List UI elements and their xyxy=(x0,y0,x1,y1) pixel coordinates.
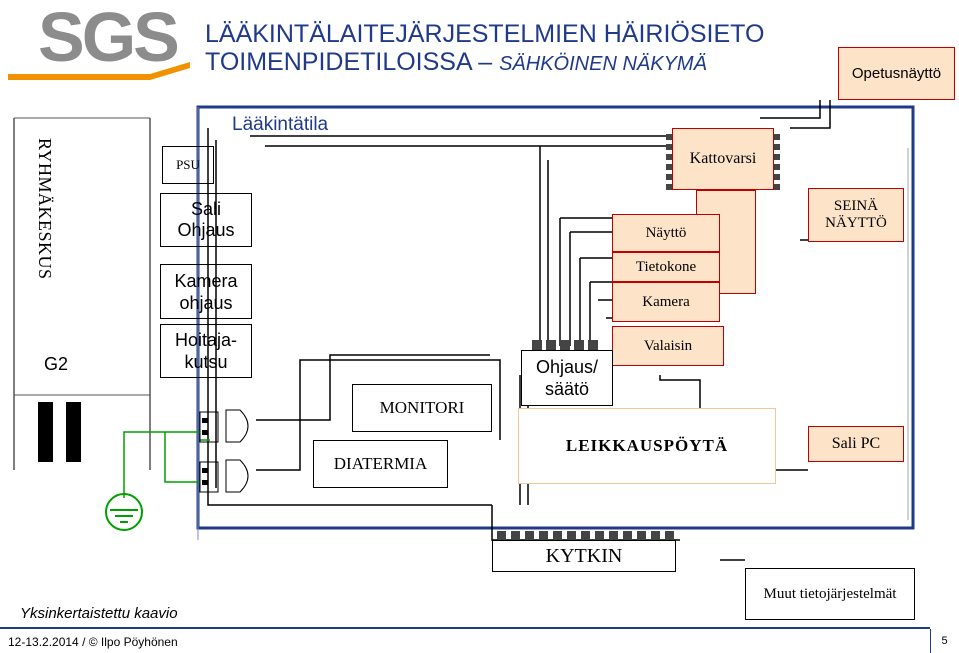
logo-swoosh xyxy=(8,62,190,80)
page-number: 5 xyxy=(930,629,958,653)
leikkauspoyta-box: LEIKKAUSPÖYTÄ xyxy=(518,408,776,484)
sali-ohjaus-box: Sali Ohjaus xyxy=(160,193,252,247)
simplified-diagram-note: Yksinkertaistettu kaavio xyxy=(20,605,178,622)
opetusnaytto-box: Opetusnäyttö xyxy=(838,47,955,100)
ground-symbol xyxy=(105,493,143,531)
monitori-box: MONITORI xyxy=(352,384,492,432)
diatermia-box: DIATERMIA xyxy=(313,440,448,488)
sali-pc-box: Sali PC xyxy=(808,426,904,462)
transformer-coil-right xyxy=(66,402,81,462)
naytto-box: Näyttö xyxy=(612,214,720,252)
muut-tietojarjestelmat-box: Muut tietojärjestelmät xyxy=(745,568,915,620)
ohjaus-saato-box: Ohjaus/ säätö xyxy=(521,350,613,406)
title-line-1: LÄÄKINTÄLAITEJÄRJESTELMIEN HÄIRIÖSIETO xyxy=(205,20,765,48)
kattovarsi-box: Kattovarsi xyxy=(672,128,774,190)
ohjaus-pins xyxy=(532,340,598,350)
transformer-coil-left xyxy=(38,402,53,462)
logo-text: SGS xyxy=(38,0,180,76)
room-label: Lääkintätila xyxy=(232,114,329,135)
title-line-2: TOIMENPIDETILOISSA – SÄHKÖINEN NÄKYMÄ xyxy=(205,48,707,76)
kamera-ohjaus-box: Kamera ohjaus xyxy=(160,264,252,319)
footer-date-author: 12-13.2.2014 / © Ilpo Pöyhönen xyxy=(8,635,178,649)
page-title: LÄÄKINTÄLAITEJÄRJESTELMIEN HÄIRIÖSIETO T… xyxy=(205,20,764,78)
wires-ground xyxy=(123,431,210,498)
psu-box: PSU xyxy=(162,146,214,184)
kytkin-box: KYTKIN xyxy=(492,540,676,572)
subtitle: SÄHKÖINEN NÄKYMÄ xyxy=(499,53,707,75)
kamera-box: Kamera xyxy=(612,282,720,322)
valaisin-box: Valaisin xyxy=(612,326,724,366)
socket-group xyxy=(199,409,249,493)
sgs-logo: SGS xyxy=(38,2,180,72)
tietokone-box: Tietokone xyxy=(612,252,720,282)
hoitajakutsu-box: Hoitaja- kutsu xyxy=(160,324,252,378)
seina-naytto-box: SEINÄ NÄYTTÖ xyxy=(808,188,904,242)
kattovarsi-pins xyxy=(666,134,780,190)
g2-label: G2 xyxy=(44,354,69,374)
ryhmakeskus-label: RYHMÄKESKUS xyxy=(35,138,55,280)
kytkin-pins xyxy=(497,531,674,540)
